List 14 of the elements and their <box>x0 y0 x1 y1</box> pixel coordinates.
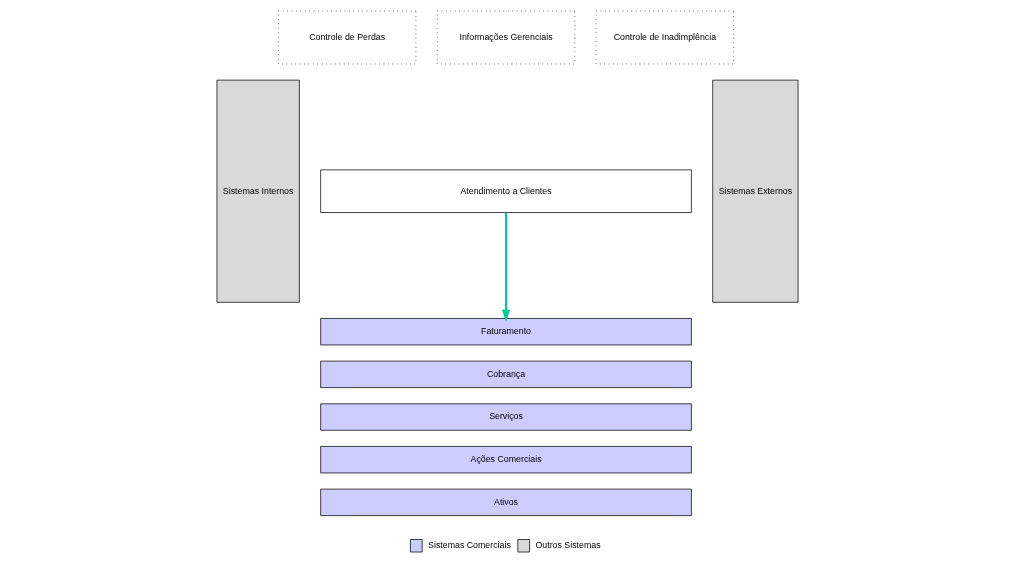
legend-label: Sistemas Comerciais <box>427 540 511 551</box>
node-box: Sistemas Externos <box>711 79 798 303</box>
node-box: Sistemas Internos <box>216 79 300 303</box>
node-box: Controle de Perdas <box>277 10 416 65</box>
node-box: Faturamento <box>319 318 692 346</box>
arrow <box>501 212 510 322</box>
node-box: Serviços <box>319 403 692 431</box>
node-box: Ações Comerciais <box>319 446 692 474</box>
node-box: Controle de Inadimplência <box>595 10 734 65</box>
node-box: Cobrança <box>319 360 692 388</box>
node-box: Atendimento a Clientes <box>319 169 692 213</box>
node-box: Informações Gerenciais <box>436 10 575 65</box>
legend-label: Outros Sistemas <box>534 540 601 551</box>
node-box: Ativos <box>319 488 692 516</box>
